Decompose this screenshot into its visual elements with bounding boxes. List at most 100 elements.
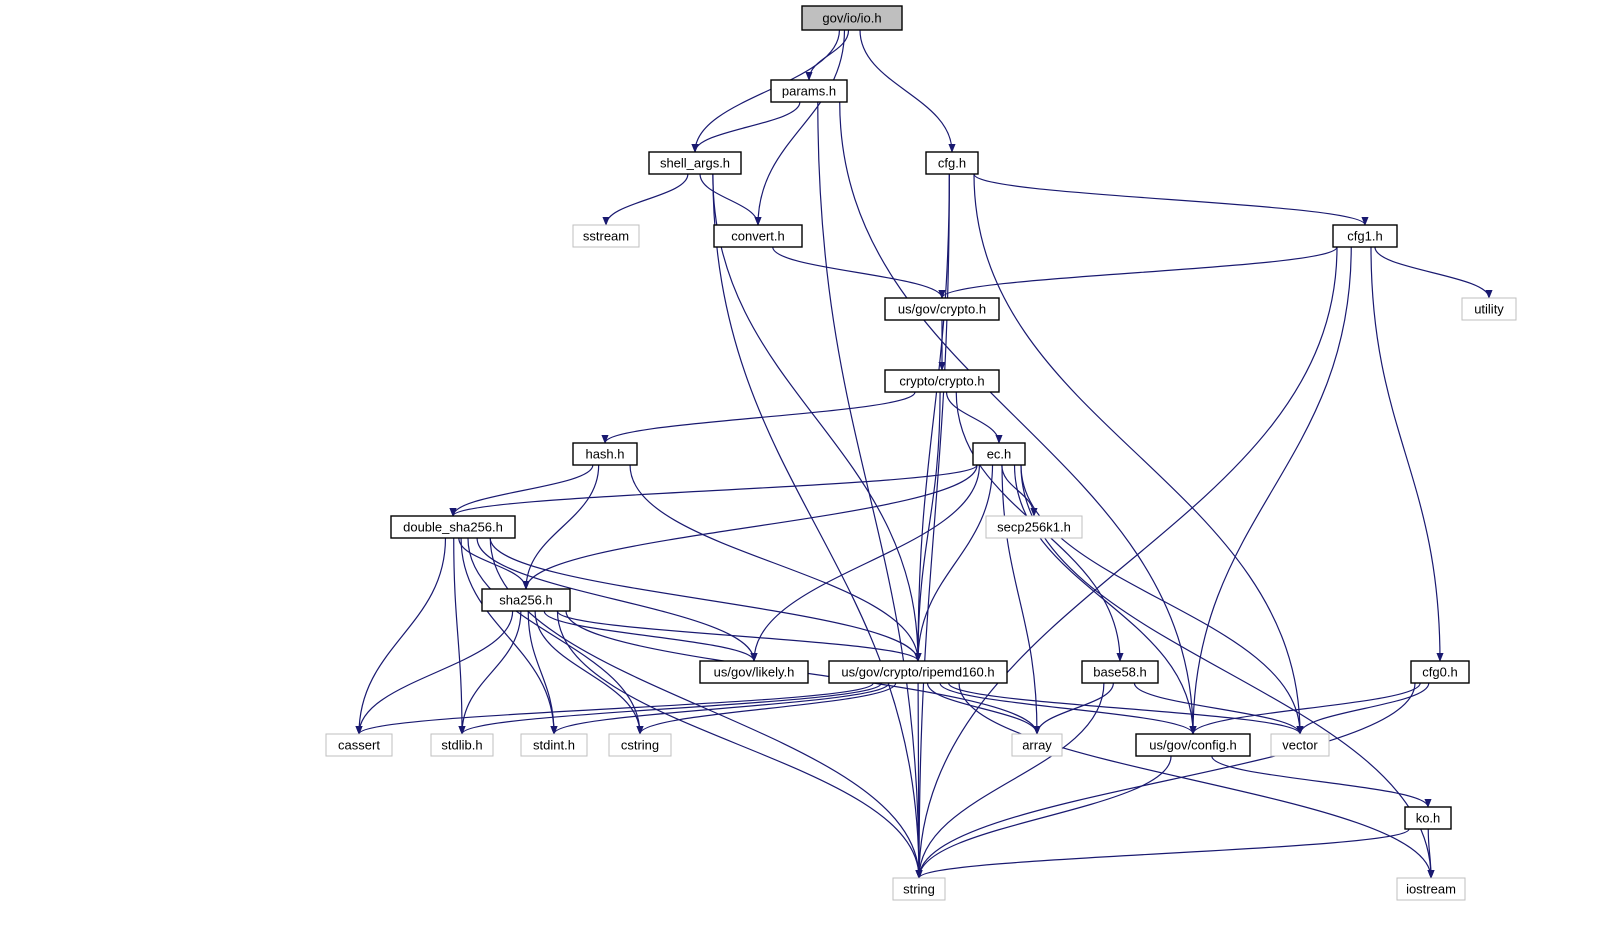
node-shell_args-label: shell_args.h: [660, 156, 730, 171]
node-stdint-box: [520, 733, 588, 757]
node-stdint: stdint.h: [520, 733, 588, 757]
edge-cfg1-to-us_crypto: [938, 246, 1338, 299]
edge-ko-to-string: [915, 828, 1410, 879]
node-cfg1-label: cfg1.h: [1347, 229, 1382, 244]
node-cfg-label: cfg.h: [938, 156, 966, 171]
node-us_crypto-label: us/gov/crypto.h: [898, 302, 986, 317]
node-params-label: params.h: [782, 84, 836, 99]
edge-cfg0-to-config: [1189, 682, 1421, 735]
node-sstream-box: [572, 224, 640, 248]
edge-ripemd160-to-vector: [947, 682, 1304, 735]
node-cfg[interactable]: cfg.h: [925, 151, 979, 175]
edge-crypto_crypto-to-hash: [601, 391, 916, 444]
node-stdlib-label: stdlib.h: [441, 738, 482, 753]
edge-shell_args-to-sstream: [602, 173, 689, 226]
edge-sha256-to-cstring: [534, 610, 644, 735]
edge-ripemd160-to-stdint: [550, 682, 890, 735]
node-cassert-label: cassert: [338, 738, 380, 753]
node-base58-label: base58.h: [1093, 665, 1147, 680]
node-iostream-label: iostream: [1406, 882, 1456, 897]
edge-shell_args-to-convert: [699, 173, 762, 226]
node-ec[interactable]: ec.h: [972, 442, 1026, 466]
edge-ec-to-sha256: [522, 464, 978, 590]
node-sha256-box: [481, 588, 571, 612]
node-cstring: cstring: [608, 733, 672, 757]
node-stdlib: stdlib.h: [430, 733, 494, 757]
edge-sha256-to-ripemd160: [556, 610, 922, 662]
node-ripemd160-label: us/gov/crypto/ripemd160.h: [841, 665, 994, 680]
node-likely[interactable]: us/gov/likely.h: [699, 660, 809, 684]
edge-cfg-to-vector: [973, 173, 1304, 735]
node-vector: vector: [1270, 733, 1330, 757]
edge-sha256-to-likely: [543, 610, 758, 662]
node-convert-box: [713, 224, 803, 248]
node-sha256[interactable]: sha256.h: [481, 588, 571, 612]
node-ec-box: [972, 442, 1026, 466]
node-base58-box: [1081, 660, 1159, 684]
node-cstring-box: [608, 733, 672, 757]
node-array: array: [1011, 733, 1063, 757]
node-io[interactable]: gov/io/io.h: [801, 5, 903, 31]
node-stdint-label: stdint.h: [533, 738, 575, 753]
edge-cfg1-to-utility: [1374, 246, 1493, 299]
node-io-box: [801, 5, 903, 31]
node-crypto_crypto-box: [884, 369, 1000, 393]
node-ko-label: ko.h: [1416, 811, 1441, 826]
node-utility-box: [1461, 297, 1517, 321]
node-params-box: [770, 79, 848, 103]
edge-cfg-to-ripemd160: [914, 173, 950, 662]
node-convert[interactable]: convert.h: [713, 224, 803, 248]
edge-io-to-shell_args: [691, 29, 841, 153]
edge-params-to-string: [817, 101, 923, 879]
edge-config-to-string: [915, 755, 1172, 879]
node-hash[interactable]: hash.h: [572, 442, 638, 466]
node-string: string: [892, 877, 946, 901]
edge-sha256-to-string: [556, 610, 923, 879]
node-us_crypto[interactable]: us/gov/crypto.h: [884, 297, 1000, 321]
edge-crypto_crypto-to-ripemd160: [914, 391, 941, 662]
node-likely-box: [699, 660, 809, 684]
edge-params-to-config: [839, 101, 1197, 735]
node-hash-box: [572, 442, 638, 466]
node-cfg-box: [925, 151, 979, 175]
edge-sha256-to-cassert: [355, 610, 514, 735]
node-ripemd160-box: [828, 660, 1008, 684]
node-utility-label: utility: [1474, 302, 1504, 317]
edge-ec-to-config: [1013, 464, 1197, 735]
node-params[interactable]: params.h: [770, 79, 848, 103]
edge-crypto_crypto-to-ec: [945, 391, 1003, 444]
node-double_sha256-label: double_sha256.h: [403, 520, 503, 535]
edge-double_sha256-to-stdlib: [453, 537, 466, 735]
edge-cfg-to-string: [915, 173, 950, 879]
node-config[interactable]: us/gov/config.h: [1135, 733, 1251, 757]
edge-cfg0-to-vector: [1296, 682, 1430, 735]
edge-hash-to-sha256: [522, 464, 600, 590]
node-convert-label: convert.h: [731, 229, 784, 244]
edge-base58-to-vector: [1133, 682, 1304, 735]
edge-cfg-to-cfg1: [973, 173, 1369, 226]
node-shell_args-box: [648, 151, 742, 175]
node-iostream-box: [1396, 877, 1466, 901]
node-secp256k1-box: [985, 515, 1083, 539]
edge-hash-to-ripemd160: [629, 464, 922, 662]
edge-cfg1-to-config: [1189, 246, 1352, 735]
node-crypto_crypto[interactable]: crypto/crypto.h: [884, 369, 1000, 393]
node-cfg1[interactable]: cfg1.h: [1332, 224, 1398, 248]
node-config-label: us/gov/config.h: [1149, 738, 1236, 753]
node-cfg0[interactable]: cfg0.h: [1410, 660, 1470, 684]
edge-ec-to-likely: [750, 464, 980, 662]
edge-ec-to-ripemd160: [914, 464, 994, 662]
node-ko[interactable]: ko.h: [1404, 806, 1452, 830]
node-ko-box: [1404, 806, 1452, 830]
node-double_sha256-box: [390, 515, 516, 539]
node-ripemd160[interactable]: us/gov/crypto/ripemd160.h: [828, 660, 1008, 684]
node-shell_args[interactable]: shell_args.h: [648, 151, 742, 175]
node-sha256-label: sha256.h: [499, 593, 553, 608]
node-double_sha256[interactable]: double_sha256.h: [390, 515, 516, 539]
edge-cfg1-to-string: [915, 246, 1338, 879]
node-base58[interactable]: base58.h: [1081, 660, 1159, 684]
edge-shell_args-to-string: [712, 173, 923, 879]
edge-double_sha256-to-cstring: [467, 537, 644, 735]
edge-shell_args-to-ripemd160: [712, 173, 922, 662]
